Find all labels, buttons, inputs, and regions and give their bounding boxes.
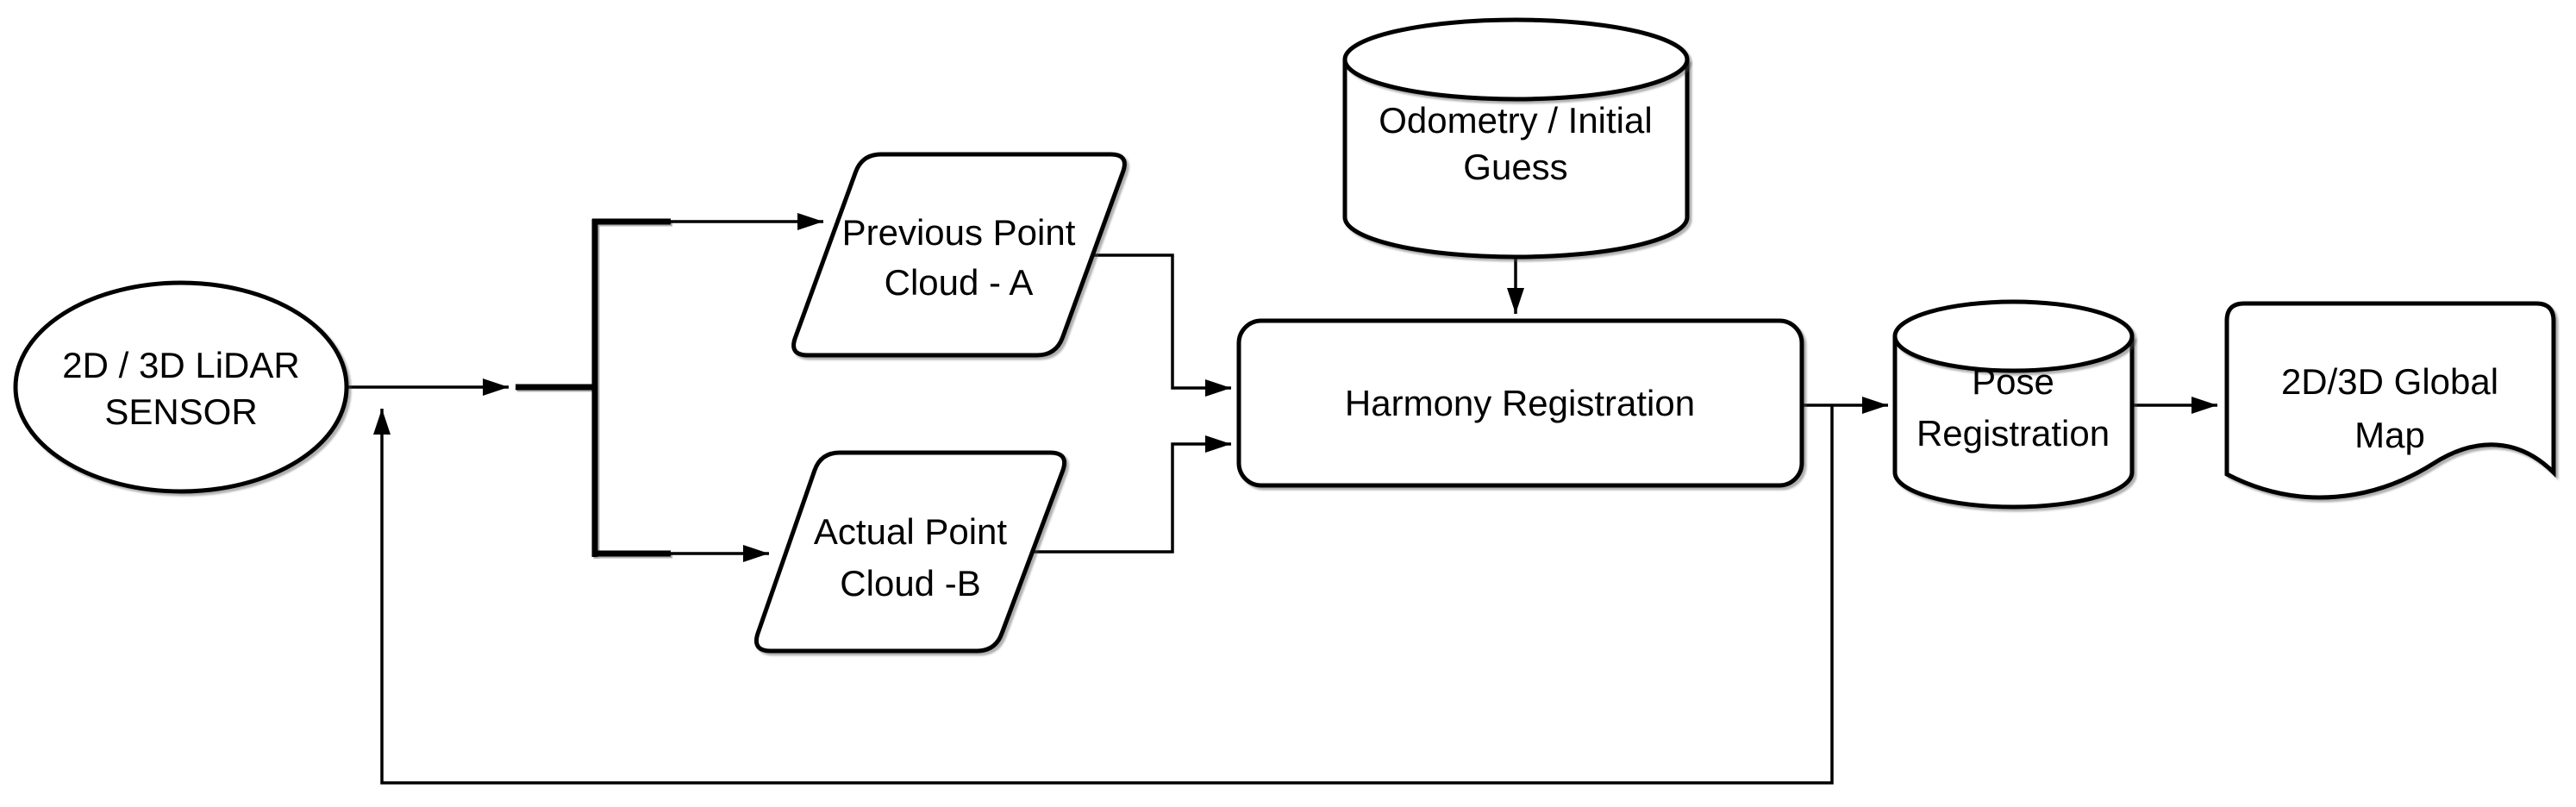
- edges-layer: [347, 213, 2217, 785]
- node-global-map: 2D/3D Global Map: [2224, 301, 2556, 500]
- odometry-cylinder-body: [1342, 59, 1690, 260]
- pose-registration-label-line2: Registration: [1916, 413, 2110, 454]
- node-harmony-registration: Harmony Registration: [1236, 318, 1804, 488]
- harmony-registration-box: [1236, 318, 1804, 488]
- lidar-sensor-label-line2: SENSOR: [104, 391, 257, 432]
- global-map-label-line2: Map: [2354, 415, 2425, 455]
- pose-registration-cylinder-body: [1892, 336, 2135, 510]
- previous-point-cloud-label-line1: Previous Point: [842, 212, 1076, 253]
- edge-feedback-loop: [373, 405, 1834, 785]
- edge-previous-cloud-to-harmony: [1092, 253, 1231, 397]
- node-lidar-sensor: 2D / 3D LiDAR SENSOR: [13, 280, 349, 494]
- lidar-sensor-ellipse: [13, 280, 349, 494]
- global-map-label-line1: 2D/3D Global: [2281, 361, 2498, 402]
- harmony-registration-label: Harmony Registration: [1345, 383, 1695, 423]
- pose-registration-label-line1: Pose: [1972, 361, 2054, 402]
- global-map-document: [2224, 301, 2556, 500]
- previous-point-cloud-label-line2: Cloud - A: [885, 262, 1034, 303]
- node-pose-registration: Pose Registration: [1892, 299, 2135, 510]
- actual-point-cloud-label-line1: Actual Point: [814, 511, 1007, 552]
- odometry-label-line1: Odometry / Initial: [1379, 100, 1652, 141]
- lidar-sensor-label-line1: 2D / 3D LiDAR: [62, 345, 299, 385]
- branch-junction-bus: [516, 218, 671, 557]
- previous-point-cloud-parallelogram: [791, 152, 1127, 358]
- node-previous-point-cloud: Previous Point Cloud - A: [791, 152, 1127, 358]
- node-actual-point-cloud: Actual Point Cloud -B: [753, 450, 1067, 654]
- odometry-label-line2: Guess: [1463, 147, 1567, 187]
- edge-actual-cloud-to-harmony: [1032, 435, 1231, 554]
- odometry-cylinder-top: [1342, 17, 1690, 102]
- pose-registration-cylinder-top: [1892, 299, 2135, 373]
- actual-point-cloud-label-line2: Cloud -B: [840, 563, 980, 604]
- node-odometry: Odometry / Initial Guess: [1342, 17, 1690, 260]
- actual-point-cloud-parallelogram: [753, 450, 1067, 654]
